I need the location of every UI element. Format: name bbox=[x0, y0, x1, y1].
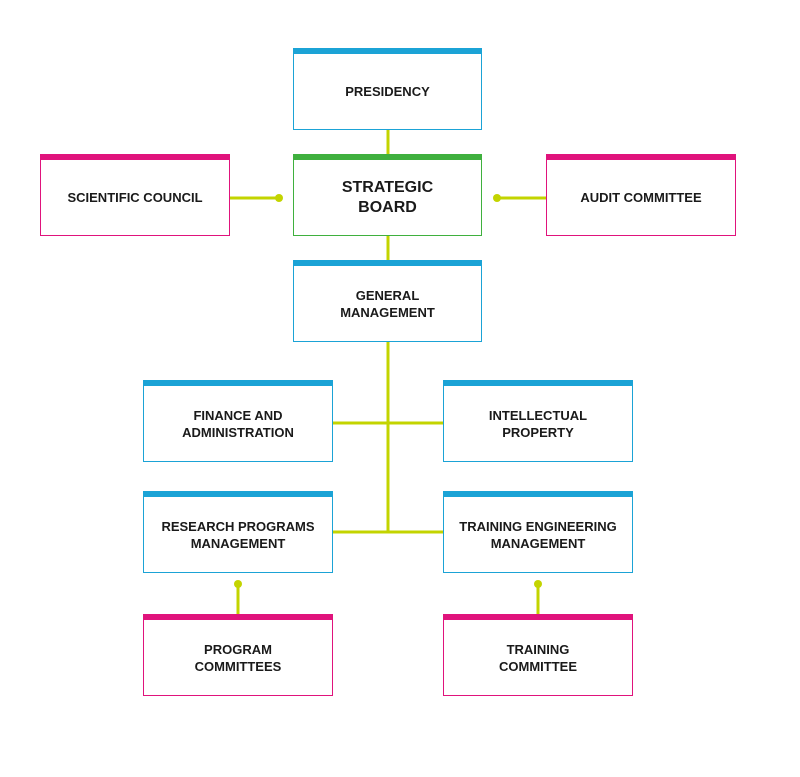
presidency-box: PRESIDENCY bbox=[293, 48, 482, 130]
training-committee-label: TRAINING COMMITTEE bbox=[499, 641, 577, 674]
research-programs-management-label: RESEARCH PROGRAMS MANAGEMENT bbox=[161, 518, 315, 551]
scientific-council-box: SCIENTIFIC COUNCIL bbox=[40, 154, 230, 236]
training-engineering-management-box: TRAINING ENGINEERING MANAGEMENT bbox=[443, 491, 633, 573]
general-management-label: GENERAL MANAGEMENT bbox=[340, 287, 435, 320]
strategic-board-box: STRATEGIC BOARD bbox=[293, 154, 482, 236]
intellectual-property-label: INTELLECTUAL PROPERTY bbox=[488, 407, 588, 440]
training-engineering-management-label: TRAINING ENGINEERING MANAGEMENT bbox=[459, 518, 617, 551]
connector-dot-scientific bbox=[275, 194, 283, 202]
audit-committee-label: AUDIT COMMITTEE bbox=[580, 190, 702, 205]
connector-dot-program-committees bbox=[234, 580, 242, 588]
intellectual-property-box: INTELLECTUAL PROPERTY bbox=[443, 380, 633, 462]
finance-administration-label: FINANCE AND ADMINISTRATION bbox=[182, 407, 294, 440]
connector-dot-audit bbox=[493, 194, 501, 202]
general-management-box: GENERAL MANAGEMENT bbox=[293, 260, 482, 342]
scientific-council-label: SCIENTIFIC COUNCIL bbox=[67, 190, 203, 205]
strategic-board-label: STRATEGIC BOARD bbox=[341, 178, 434, 216]
finance-administration-box: FINANCE AND ADMINISTRATION bbox=[143, 380, 333, 462]
training-committee-box: TRAINING COMMITTEE bbox=[443, 614, 633, 696]
program-committees-label: PROGRAM COMMITTEES bbox=[194, 641, 282, 674]
research-programs-management-box: RESEARCH PROGRAMS MANAGEMENT bbox=[143, 491, 333, 573]
audit-committee-box: AUDIT COMMITTEE bbox=[546, 154, 736, 236]
program-committees-box: PROGRAM COMMITTEES bbox=[143, 614, 333, 696]
connector-dot-training-committee bbox=[534, 580, 542, 588]
presidency-label: PRESIDENCY bbox=[345, 84, 430, 99]
